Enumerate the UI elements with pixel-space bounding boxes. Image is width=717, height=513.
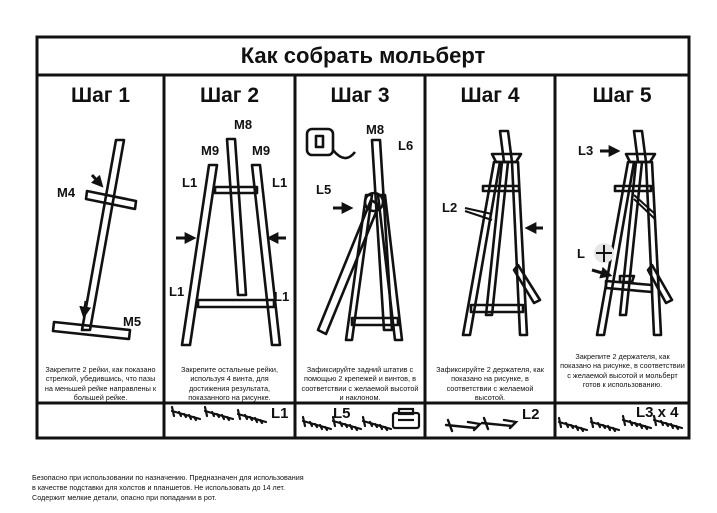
- step1-label-m5: M5: [123, 314, 142, 329]
- step5-caption: Закрепите 2 держателя, как показано на р…: [560, 352, 685, 390]
- step5-label-l: L: [577, 246, 585, 261]
- step4-label-l2: L2: [442, 200, 458, 215]
- step3-label-l5: L5: [316, 182, 332, 197]
- step5-parts-label: L3 x 4: [636, 404, 679, 421]
- step1-label-m4: M4: [57, 185, 76, 200]
- step2-label-m8: M8: [234, 117, 253, 132]
- step4-parts-label: L2: [522, 406, 540, 423]
- step2-label-l1-bottom-right: L1: [274, 289, 290, 304]
- step1-title: Шаг 1: [70, 84, 131, 107]
- footer-line-1: Безопасно при использовании по назначени…: [32, 473, 304, 482]
- step2-label-m9-left: M9: [201, 143, 220, 158]
- step5-label-l3: L3: [578, 143, 594, 158]
- step4-drawing: [461, 129, 543, 337]
- step3-title: Шаг 3: [330, 84, 390, 107]
- parts-row: [170, 405, 684, 433]
- step5-drawing: [591, 129, 674, 337]
- step5-title: Шаг 5: [592, 84, 652, 107]
- step3-label-l6: L6: [398, 138, 414, 153]
- step2-drawing: [176, 137, 286, 347]
- step3-caption: Зафиксируйте задний штатив с помощью 2 к…: [301, 365, 419, 403]
- footer-line-3: Содержит мелкие детали, опасно при попад…: [32, 492, 217, 502]
- step2-caption: Закрепите остальные рейки, используя 4 в…: [180, 365, 279, 403]
- step2-parts-label: L1: [271, 405, 289, 422]
- step2-label-l1-top-right: L1: [272, 175, 288, 190]
- step3-parts-label: L5: [333, 405, 351, 422]
- step4-caption: Зафиксируйте 2 держателя, как показано н…: [436, 365, 544, 403]
- step2-label-m9-right: M9: [252, 143, 271, 158]
- step3-drawing: [305, 127, 404, 342]
- page-title: Как собрать мольберт: [240, 43, 486, 68]
- step4-title: Шаг 4: [460, 84, 520, 107]
- footer-line-2: в качестве подставки для холстов и планш…: [32, 482, 285, 492]
- step1-drawing: [51, 138, 138, 341]
- step2-title: Шаг 2: [199, 84, 260, 107]
- safety-footer: Безопасно при использовании по назначени…: [32, 473, 632, 503]
- step1-caption: Закрепите 2 рейки, как показано стрелкой…: [44, 365, 157, 403]
- frame-lines: [35, 35, 691, 440]
- step3-label-m8: M8: [366, 122, 385, 137]
- step2-label-l1-bottom-left: L1: [169, 284, 185, 299]
- step2-label-l1-top-left: L1: [182, 175, 198, 190]
